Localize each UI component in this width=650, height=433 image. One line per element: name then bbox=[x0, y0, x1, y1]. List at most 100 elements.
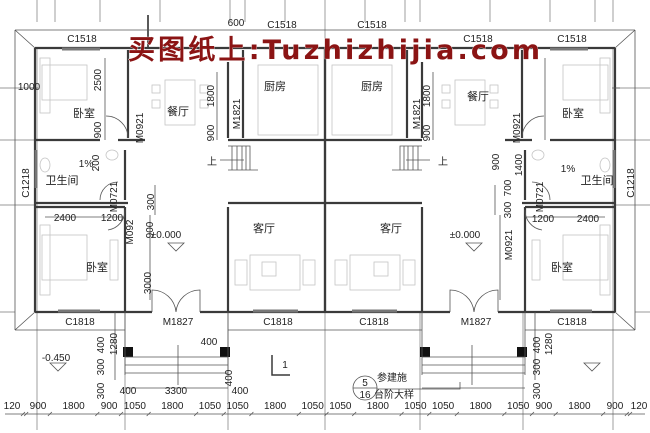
room-label-bathroom: 卫生间 bbox=[581, 173, 614, 187]
dim-label: 900 bbox=[145, 221, 156, 238]
elevation-label: ±0.000 bbox=[151, 230, 182, 241]
dim-label: 400 bbox=[201, 337, 218, 348]
dim-label: 300 bbox=[96, 382, 107, 399]
dim-label: 900 bbox=[491, 153, 502, 170]
door-label-m0921: M0921 bbox=[135, 112, 146, 143]
dim-label: 2400 bbox=[54, 213, 77, 224]
door-label-m1827: M1827 bbox=[163, 317, 194, 328]
dim-label: 1200 bbox=[101, 213, 124, 224]
section-mark bbox=[271, 355, 290, 376]
dimension-tick bbox=[553, 411, 558, 417]
dimension-tick bbox=[502, 411, 507, 417]
bottom-dimension-label: 1800 bbox=[568, 401, 591, 412]
window-label-c1518: C1518 bbox=[557, 34, 587, 45]
dim-label: 300 bbox=[503, 201, 514, 218]
bottom-dimension-label: 1800 bbox=[469, 401, 492, 412]
dimension-tick bbox=[624, 411, 630, 417]
window-label-c1218: C1218 bbox=[21, 168, 32, 198]
window-label-c1218: C1218 bbox=[626, 168, 637, 198]
window-label-c1818: C1818 bbox=[557, 317, 587, 328]
bottom-dimension-label: 1800 bbox=[264, 401, 287, 412]
slope-label: 1% bbox=[561, 164, 576, 175]
door-label-m1827: M1827 bbox=[461, 317, 492, 328]
room-label-kitchen: 厨房 bbox=[264, 80, 286, 93]
dimension-tick bbox=[193, 411, 199, 417]
dim-label: 900 bbox=[206, 124, 217, 141]
room-label-bathroom: 卫生间 bbox=[46, 173, 79, 187]
dim-label: 1000 bbox=[18, 82, 41, 93]
dim-label: 1400 bbox=[514, 153, 525, 176]
furniture bbox=[39, 57, 319, 296]
stair-up-label: 上 bbox=[207, 156, 217, 168]
left-unit bbox=[14, 29, 327, 389]
room-label-dining: 餐厅 bbox=[167, 104, 189, 118]
dim-label: 3000 bbox=[143, 271, 154, 294]
bottom-dimension-label: 1050 bbox=[302, 401, 325, 412]
bottom-dimension-label: 1050 bbox=[404, 401, 427, 412]
stair-up-label: 上 bbox=[438, 156, 448, 168]
room-label-bedroom: 卧室 bbox=[551, 260, 573, 274]
detail-callout bbox=[352, 375, 461, 401]
bottom-dimension-label: 900 bbox=[30, 401, 47, 412]
bottom-dimension-label: 1050 bbox=[226, 401, 249, 412]
dim-label: 400 bbox=[224, 369, 235, 386]
window-label-c1818: C1818 bbox=[263, 317, 293, 328]
dim-label: 1200 bbox=[532, 214, 555, 225]
dimension-tick bbox=[23, 411, 29, 417]
window-label-c1518: C1518 bbox=[357, 20, 387, 31]
dim-label: 1800 bbox=[422, 84, 433, 107]
room-label-living: 客厅 bbox=[380, 221, 402, 235]
dim-label: 300 bbox=[532, 382, 543, 399]
elevation-label: ±0.000 bbox=[450, 230, 481, 241]
bottom-dimension-label: 1800 bbox=[62, 401, 85, 412]
room-label-bedroom: 卧室 bbox=[86, 260, 108, 274]
elevation-label: -0.450 bbox=[42, 353, 71, 364]
dimension-tick bbox=[146, 411, 151, 417]
door-label-m092: M092 bbox=[125, 219, 136, 244]
dimension-tick bbox=[95, 411, 100, 417]
dim-label: 300 bbox=[532, 358, 543, 375]
dim-label: 2500 bbox=[93, 68, 104, 91]
bottom-dimension-label: 1050 bbox=[329, 401, 352, 412]
detail-number: 5 bbox=[362, 378, 368, 389]
dimension-tick bbox=[627, 411, 633, 417]
detail-note-title: 台阶大样 bbox=[374, 388, 414, 401]
dimension-tick bbox=[399, 411, 404, 417]
dim-label: 400 bbox=[120, 386, 137, 397]
dimension-tick bbox=[529, 411, 535, 417]
dimension-tick bbox=[324, 411, 329, 417]
detail-note-ref: 参建施 bbox=[377, 371, 407, 384]
dimension-tick bbox=[221, 411, 227, 417]
dim-label: 300 bbox=[96, 358, 107, 375]
bottom-dimension-label: 1050 bbox=[199, 401, 222, 412]
dim-label: 400 bbox=[232, 386, 249, 397]
door-label-m0921: M0921 bbox=[512, 112, 523, 143]
dimension-tick bbox=[454, 411, 460, 417]
bottom-dimension-label: 1800 bbox=[367, 401, 390, 412]
dim-label: 1280 bbox=[544, 332, 555, 355]
dimension-tick bbox=[296, 411, 302, 417]
dim-label: 200 bbox=[91, 154, 102, 171]
room-label-living: 客厅 bbox=[253, 221, 275, 235]
dim-label: 300 bbox=[146, 193, 157, 210]
door-label-m0721: M0721 bbox=[535, 181, 546, 212]
bottom-dimension-chain: 120 900 1800 900 1050 1800 1050 1050 1800 1050 105… bbox=[4, 401, 648, 417]
bottom-dimension-label: 900 bbox=[536, 401, 553, 412]
dim-label: 2400 bbox=[577, 214, 600, 225]
dimension-tick bbox=[47, 411, 53, 417]
dim-label: 900 bbox=[422, 124, 433, 141]
dim-label: 600 bbox=[228, 18, 245, 29]
bottom-dimension-label: 1800 bbox=[161, 401, 184, 412]
window-label-c1818: C1818 bbox=[359, 317, 389, 328]
bottom-dimension-label: 120 bbox=[4, 401, 21, 412]
dim-label: 400 bbox=[96, 336, 107, 353]
dimension-tick bbox=[426, 411, 432, 417]
dimension-tick bbox=[351, 411, 357, 417]
window-label-c1518: C1518 bbox=[67, 34, 97, 45]
bottom-dimension-label: 120 bbox=[631, 401, 648, 412]
dimension-tick bbox=[118, 411, 124, 417]
room-label-bedroom: 卧室 bbox=[562, 106, 584, 120]
room-label-dining: 餐厅 bbox=[467, 89, 489, 103]
window-label-c1518: C1518 bbox=[267, 20, 297, 31]
